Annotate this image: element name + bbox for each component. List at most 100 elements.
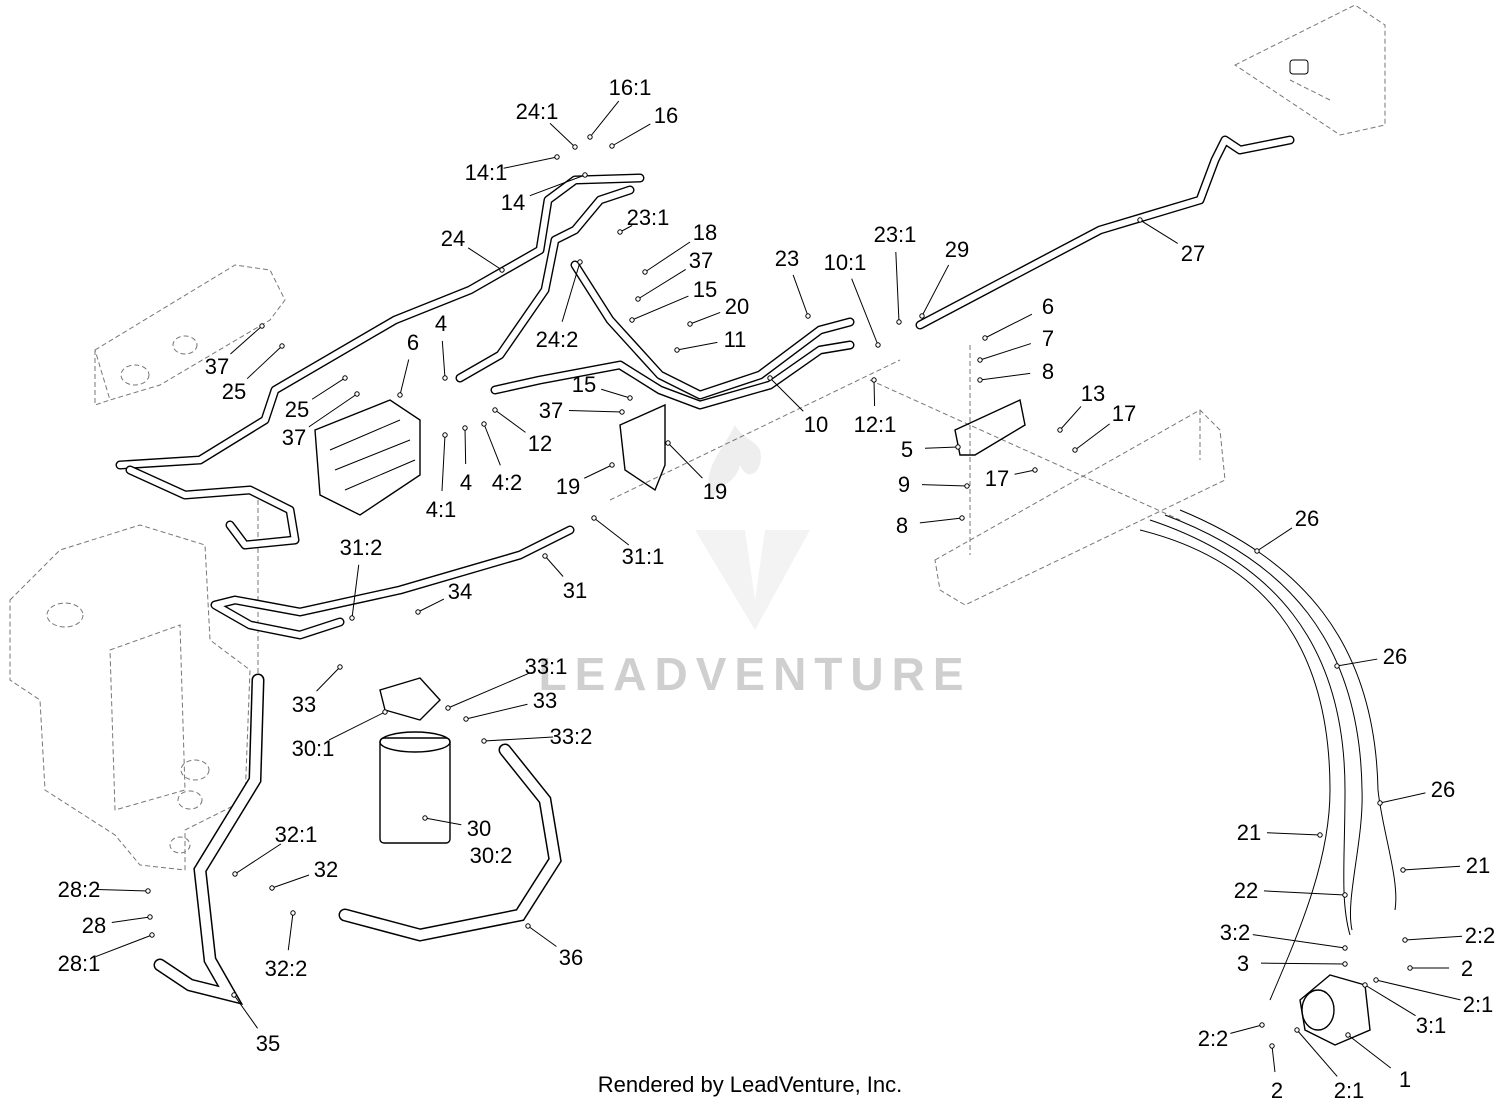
frame-left-ghost — [94, 264, 286, 406]
leader-c31 — [399, 359, 410, 396]
leader-c18 — [1139, 219, 1178, 244]
callout-c22: 12:1 — [854, 412, 897, 437]
leader-c23 — [769, 377, 804, 412]
part-marker-c15 — [875, 342, 881, 348]
leader-c49 — [1336, 658, 1378, 667]
callout-c34: 37 — [539, 398, 563, 423]
callout-c26: 5 — [901, 437, 913, 462]
watermark-text: LEADVENTURE — [538, 648, 971, 700]
part-marker-c26 — [955, 444, 961, 450]
leader-c71 — [1404, 935, 1463, 941]
leader-c1 — [589, 100, 620, 138]
part-marker-c34 — [619, 409, 625, 415]
part-marker-c46 — [542, 553, 548, 559]
callout-c4: 14:1 — [465, 160, 508, 185]
part-marker-c18 — [1137, 217, 1143, 223]
callout-c68: 22 — [1234, 878, 1258, 903]
leader-c73 — [1375, 979, 1461, 1001]
part-marker-c6 — [617, 229, 623, 235]
callout-c78: 1 — [1399, 1067, 1411, 1092]
part-marker-c29 — [959, 515, 965, 521]
callout-c10: 20 — [725, 294, 749, 319]
leader-c33 — [601, 388, 631, 399]
leader-c61 — [527, 925, 557, 947]
part-marker-c21 — [977, 377, 983, 383]
leader-c42 — [584, 464, 613, 479]
leader-c35 — [230, 325, 263, 355]
leader-c3 — [611, 123, 651, 147]
callout-c48: 26 — [1295, 506, 1319, 531]
callout-c14: 23 — [775, 246, 799, 271]
part-marker-c43 — [665, 440, 671, 446]
cross-member-ghost — [934, 409, 1226, 606]
part-marker-c10 — [687, 321, 693, 327]
leader-c78 — [1347, 1034, 1392, 1069]
part-marker-c41 — [442, 432, 448, 438]
part-marker-c25 — [1072, 447, 1078, 453]
part-marker-c31 — [397, 392, 403, 398]
callout-c36: 25 — [222, 379, 246, 404]
part-marker-c36 — [279, 343, 285, 349]
part-marker-c64 — [147, 914, 153, 920]
leader-c17 — [921, 264, 950, 317]
callout-c63: 28:2 — [58, 877, 101, 902]
part-marker-c30 — [442, 375, 448, 381]
leader-c41 — [441, 434, 446, 492]
callout-c27: 17 — [985, 466, 1009, 491]
leader-c59 — [271, 874, 310, 889]
part-marker-c76 — [1269, 1043, 1275, 1049]
leader-lines — [95, 100, 1463, 1077]
part-marker-c73 — [1373, 977, 1379, 983]
leader-c76 — [1271, 1045, 1276, 1073]
part-marker-c23 — [767, 375, 773, 381]
part-marker-c9 — [629, 317, 635, 323]
callout-c43: 19 — [703, 479, 727, 504]
part-marker-c8 — [635, 296, 641, 302]
callout-c75: 2:2 — [1198, 1026, 1229, 1051]
callout-c56: 30 — [467, 816, 491, 841]
footer-credit: Rendered by LeadVenture, Inc. — [597, 1072, 903, 1097]
callout-c12: 24 — [441, 226, 465, 251]
part-marker-c11 — [674, 347, 680, 353]
part-marker-c45 — [591, 515, 597, 521]
callout-c11: 11 — [724, 327, 747, 352]
callout-c31: 6 — [407, 330, 419, 355]
leader-c11 — [676, 341, 718, 351]
callout-c65: 28:1 — [58, 951, 101, 976]
part-marker-c61 — [525, 923, 531, 929]
leader-c44 — [351, 564, 360, 619]
callout-c21: 8 — [1042, 359, 1054, 384]
part-marker-c52 — [463, 716, 469, 722]
components — [314, 398, 1371, 1046]
leader-c77 — [1296, 1029, 1338, 1077]
callout-c7: 18 — [693, 220, 717, 245]
callout-c77: 2:1 — [1334, 1078, 1365, 1103]
top-right-component-ghost — [1234, 4, 1386, 136]
part-marker-c74 — [1362, 982, 1368, 988]
leader-c50 — [1379, 792, 1426, 804]
leader-c56 — [424, 817, 462, 826]
callout-c59: 32 — [314, 857, 338, 882]
leader-c39 — [464, 427, 467, 465]
leader-c5 — [529, 174, 586, 197]
part-marker-c50 — [1377, 800, 1383, 806]
callout-c50: 26 — [1431, 777, 1455, 802]
part-marker-c51 — [445, 705, 451, 711]
callout-c42: 19 — [556, 474, 580, 499]
part-marker-c33 — [627, 395, 633, 401]
leader-c7 — [644, 241, 691, 273]
leader-c54 — [316, 666, 341, 692]
leader-c16 — [895, 251, 900, 323]
callout-c8: 37 — [689, 248, 713, 273]
leader-c2 — [549, 123, 576, 148]
part-marker-c70 — [1342, 961, 1348, 967]
part-marker-c44 — [349, 615, 355, 621]
leader-c43 — [667, 442, 703, 479]
callout-c44: 31:2 — [340, 535, 383, 560]
leader-c55 — [328, 711, 386, 741]
part-marker-c68 — [1342, 892, 1348, 898]
callout-c30: 4 — [435, 311, 447, 336]
callout-c74: 3:1 — [1416, 1013, 1447, 1038]
leader-c75 — [1230, 1024, 1263, 1034]
